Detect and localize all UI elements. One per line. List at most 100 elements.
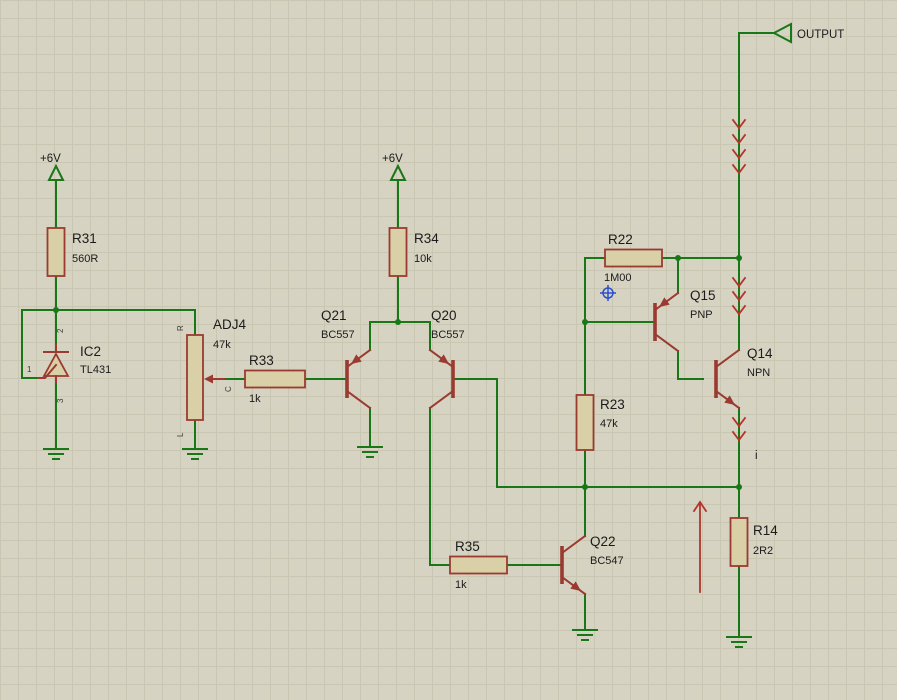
component-value: NPN	[747, 367, 770, 379]
component-ref: Q22	[590, 534, 616, 549]
power-terminal-1[interactable]: +6V	[40, 153, 65, 187]
tl431-ref-line	[37, 363, 58, 379]
component-value: BC557	[431, 329, 465, 341]
ground-symbols[interactable]	[43, 441, 752, 648]
emitter-arrow-icon	[351, 354, 362, 364]
resistor-body	[729, 517, 749, 567]
component-ref: R22	[608, 232, 633, 247]
junction-dot	[675, 255, 681, 261]
component-ref: R23	[600, 397, 625, 412]
down-chevron-icon	[731, 148, 747, 160]
component-q14[interactable]: Q14 NPN	[714, 346, 773, 410]
down-chevron-icon	[731, 276, 747, 288]
component-r33[interactable]: R33 1k	[244, 353, 306, 405]
component-r31[interactable]: R31 560R	[46, 227, 99, 277]
resistor-body	[46, 227, 66, 277]
component-ref: Q14	[747, 346, 773, 361]
terminal-output[interactable]: OUTPUT	[771, 22, 844, 44]
junction-dot	[582, 484, 588, 490]
component-ref: Q21	[321, 308, 347, 323]
component-ref: IC2	[80, 344, 101, 359]
down-chevron-icon	[731, 416, 747, 428]
wire-ic2-ref-loop	[21, 309, 57, 379]
power-arrow-icon	[47, 163, 65, 181]
component-r23[interactable]: R23 47k	[575, 394, 625, 451]
component-q21[interactable]: Q21 BC557	[321, 308, 372, 410]
component-value: 1k	[455, 579, 467, 591]
component-value: BC557	[321, 329, 355, 341]
junction-dot	[736, 255, 742, 261]
component-ref: R34	[414, 231, 439, 246]
junction-dots	[53, 255, 742, 490]
current-node-label: i	[755, 450, 758, 462]
component-ic2[interactable]: IC2 TL431 2 1 3	[27, 328, 111, 403]
down-chevron-icon	[731, 304, 747, 316]
component-q20[interactable]: Q20 BC557	[428, 308, 465, 410]
ground-icon	[726, 631, 752, 648]
transistor-collector-lead	[345, 389, 372, 410]
pot-body	[186, 334, 204, 421]
down-chevron-icon	[731, 163, 747, 175]
component-value: 10k	[414, 253, 432, 265]
output-label: OUTPUT	[797, 29, 844, 41]
ground-icon	[182, 443, 208, 460]
junction-dot	[53, 307, 59, 313]
power-label: +6V	[382, 153, 403, 165]
emitter-arrow-icon	[724, 395, 735, 405]
wire-output-rail	[738, 32, 775, 351]
power-terminal-2[interactable]: +6V	[382, 153, 407, 187]
component-q22[interactable]: Q22 BC547	[560, 534, 624, 596]
junction-dot	[395, 319, 401, 325]
wire-feedback	[452, 378, 740, 488]
junction-dot	[582, 319, 588, 325]
wire-layer	[21, 32, 775, 633]
pot-pin-top: R	[176, 325, 185, 331]
component-r14[interactable]: R14 2R2	[729, 517, 779, 567]
resistor-body	[449, 555, 508, 575]
component-ref: Q15	[690, 288, 716, 303]
component-ref: R14	[753, 523, 778, 538]
emitter-arrow-icon	[438, 354, 449, 364]
component-r34[interactable]: R34 10k	[388, 227, 440, 277]
component-ref: R31	[72, 231, 97, 246]
component-value: 47k	[213, 339, 231, 351]
component-r22[interactable]: R22 1M00	[604, 232, 663, 284]
transistor-collector-lead	[653, 332, 680, 353]
resistor-body	[575, 394, 595, 451]
pin-number-anode: 3	[56, 398, 65, 403]
ground-icon	[357, 441, 383, 458]
output-terminal-icon	[771, 22, 792, 44]
resistor-body	[604, 248, 663, 268]
power-label: +6V	[40, 153, 61, 165]
transistor-collector-lead	[560, 534, 587, 555]
down-chevron-icon	[731, 290, 747, 302]
down-chevron-icon	[731, 118, 747, 130]
component-ref: Q20	[431, 308, 457, 323]
origin-marker-icon	[600, 285, 616, 301]
junction-dot	[736, 484, 742, 490]
wire-ref-node	[55, 309, 196, 336]
component-value: TL431	[80, 364, 111, 376]
component-q15[interactable]: Q15 PNP	[653, 288, 716, 353]
pin-number-cathode: 2	[56, 328, 65, 333]
component-value: BC547	[590, 555, 624, 567]
up-arrow-icon	[692, 500, 708, 593]
current-flow-arrows	[692, 118, 747, 593]
ground-icon	[572, 624, 598, 641]
component-ref: R33	[249, 353, 274, 368]
down-chevron-icon	[731, 133, 747, 145]
power-arrow-icon	[389, 163, 407, 181]
transistor-collector-lead	[714, 348, 741, 369]
component-ref: ADJ4	[213, 317, 247, 332]
wire-r22-left-column	[584, 257, 606, 396]
emitter-arrow-icon	[659, 297, 670, 307]
component-adj4[interactable]: ADJ4 47k R C L	[176, 317, 247, 437]
component-r35[interactable]: R35 1k	[449, 539, 508, 591]
pot-wiper-arrow	[204, 374, 213, 384]
component-value: PNP	[690, 309, 713, 321]
transistor-collector-lead	[428, 389, 455, 410]
emitter-arrow-icon	[570, 581, 581, 591]
component-value: 1M00	[604, 272, 632, 284]
